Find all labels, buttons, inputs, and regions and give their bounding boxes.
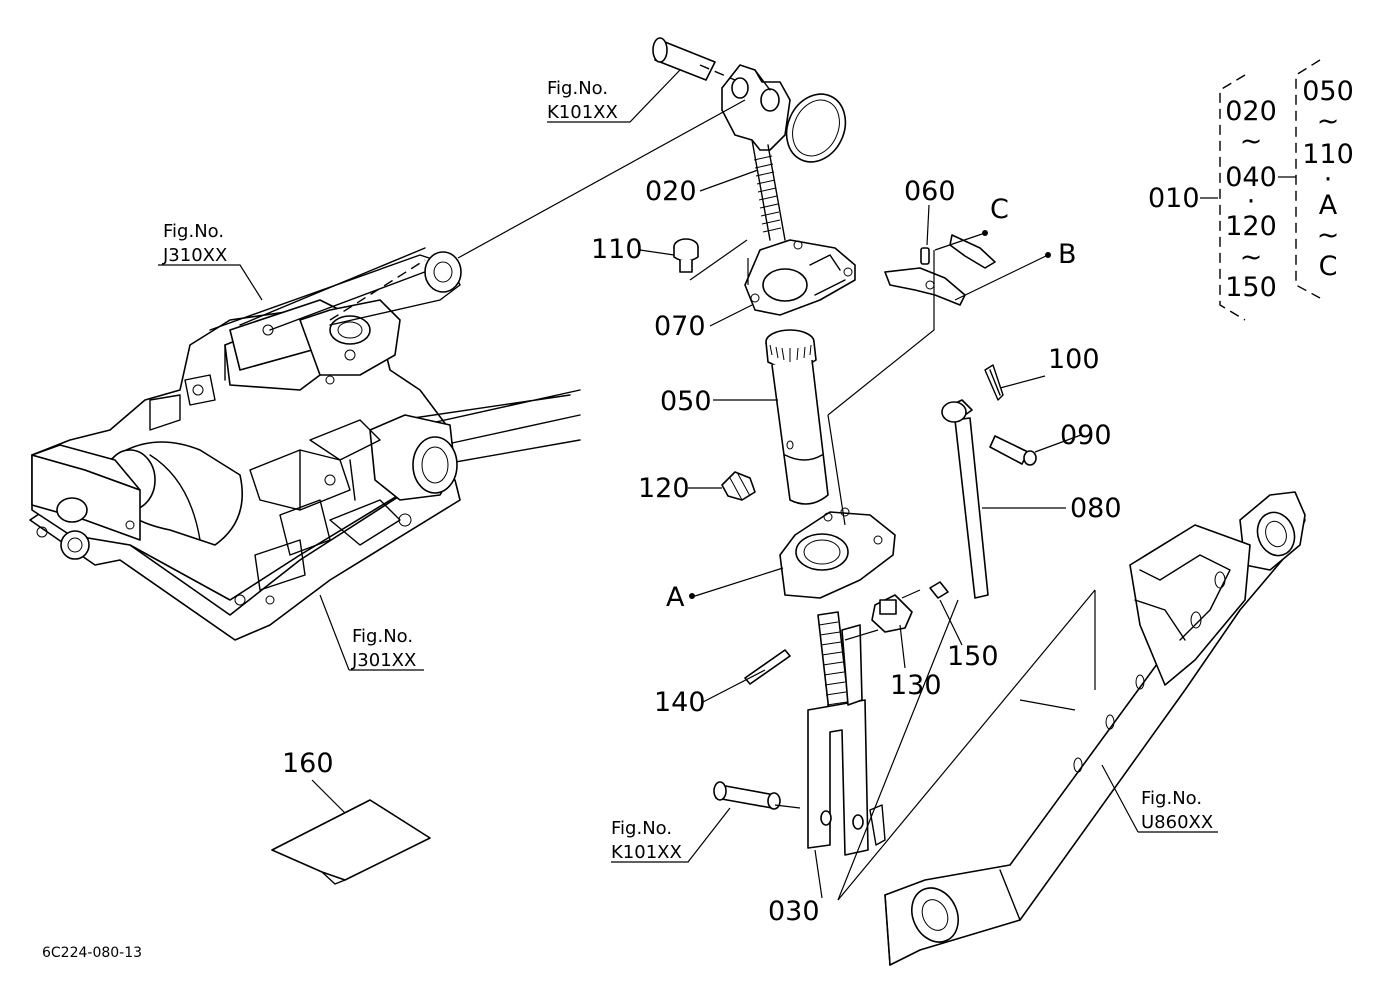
part-100-cotter bbox=[984, 364, 1004, 401]
fig-ref-code: K101XX bbox=[611, 842, 682, 863]
marker-b-label: B bbox=[1058, 239, 1077, 270]
label-090: 090 bbox=[1060, 420, 1112, 451]
legend-right-6: C bbox=[1319, 251, 1338, 282]
part-070-bracket bbox=[744, 239, 856, 316]
part-b-lever bbox=[884, 267, 966, 306]
marker-c-dot bbox=[982, 230, 988, 236]
label-100: 100 bbox=[1048, 344, 1100, 375]
part-090-pin bbox=[989, 435, 1037, 466]
label-010: 010 bbox=[1148, 183, 1200, 214]
legend-left-3: · bbox=[1247, 186, 1256, 217]
legend-right-0: 050 bbox=[1302, 76, 1354, 107]
fig-ref-title: Fig.No. bbox=[352, 626, 413, 647]
part-a-bracket bbox=[779, 507, 896, 599]
fig-ref-u860: Fig.No. U860XX bbox=[1141, 788, 1213, 833]
part-140-pin bbox=[744, 649, 791, 685]
label-030: 030 bbox=[768, 896, 820, 927]
fig-ref-k101-bottom: Fig.No. K101XX bbox=[611, 818, 682, 863]
legend-right-4: A bbox=[1319, 190, 1338, 221]
label-060: 060 bbox=[904, 176, 956, 207]
transmission-housing bbox=[29, 247, 581, 641]
label-050: 050 bbox=[660, 386, 712, 417]
bottom-pin bbox=[713, 781, 781, 810]
legend-right-2: 110 bbox=[1302, 139, 1354, 170]
part-050-shaft bbox=[765, 329, 829, 505]
legend-left-column: 020 ~ 040 · 120 ~ 150 bbox=[1225, 96, 1277, 303]
fig-ref-code: J310XX bbox=[162, 245, 227, 266]
fig-ref-code: K101XX bbox=[547, 102, 618, 123]
legend-right-1: ~ bbox=[1317, 106, 1340, 137]
part-030-lower-rod bbox=[807, 611, 869, 856]
legend-left-0: 020 bbox=[1225, 96, 1277, 127]
legend-left-2: 040 bbox=[1225, 162, 1277, 193]
marker-labels: A B C bbox=[666, 194, 1077, 613]
clevis-cotter bbox=[869, 804, 886, 846]
label-110: 110 bbox=[591, 234, 643, 265]
part-130-clip bbox=[871, 594, 913, 633]
label-160: 160 bbox=[282, 748, 334, 779]
drawing-code: 6C224-080-13 bbox=[42, 945, 142, 961]
fig-ref-title: Fig.No. bbox=[1141, 788, 1202, 809]
legend-left-4: 120 bbox=[1225, 211, 1277, 242]
lower-link bbox=[884, 491, 1306, 966]
legend-left-5: ~ bbox=[1240, 242, 1263, 273]
snap-ring bbox=[785, 93, 847, 163]
legend-right-column: 050 ~ 110 · A ~ C bbox=[1302, 76, 1354, 282]
fig-ref-code: J301XX bbox=[351, 650, 416, 671]
part-c-clip bbox=[949, 234, 996, 269]
label-150: 150 bbox=[947, 641, 999, 672]
fig-ref-k101-top: Fig.No. K101XX bbox=[547, 78, 618, 123]
part-020-upper-rod bbox=[652, 37, 791, 241]
fig-ref-title: Fig.No. bbox=[163, 221, 224, 242]
label-080: 080 bbox=[1070, 493, 1122, 524]
fig-ref-j310: Fig.No. J310XX bbox=[162, 221, 227, 266]
part-120-fitting bbox=[721, 471, 756, 501]
label-120: 120 bbox=[638, 473, 690, 504]
marker-a-dot bbox=[689, 593, 695, 599]
legend-left-6: 150 bbox=[1225, 272, 1277, 303]
legend-right-5: ~ bbox=[1317, 220, 1340, 251]
legend-right-3: · bbox=[1324, 164, 1333, 195]
legend-left-1: ~ bbox=[1240, 126, 1263, 157]
label-130: 130 bbox=[890, 670, 942, 701]
part-160-manual bbox=[271, 799, 431, 885]
leader-lines bbox=[158, 69, 1218, 899]
fig-ref-j301: Fig.No. J301XX bbox=[351, 626, 416, 671]
connector-lines bbox=[457, 99, 1096, 901]
label-020: 020 bbox=[645, 176, 697, 207]
fig-ref-title: Fig.No. bbox=[547, 78, 608, 99]
part-150-bolt bbox=[929, 581, 949, 599]
part-110-bolt bbox=[673, 238, 699, 273]
marker-a-label: A bbox=[666, 582, 685, 613]
fig-ref-title: Fig.No. bbox=[611, 818, 672, 839]
label-140: 140 bbox=[654, 687, 706, 718]
fig-ref-code: U860XX bbox=[1141, 812, 1213, 833]
marker-c-label: C bbox=[990, 194, 1009, 225]
part-labels: 020 110 070 050 120 140 030 060 100 090 … bbox=[282, 176, 1200, 927]
part-060-pin bbox=[920, 247, 930, 265]
legend-group: 020 ~ 040 · 120 ~ 150 050 ~ 110 · A ~ C bbox=[1200, 59, 1354, 321]
marker-b-dot bbox=[1045, 252, 1051, 258]
part-080-rod bbox=[941, 399, 989, 599]
label-070: 070 bbox=[654, 311, 706, 342]
